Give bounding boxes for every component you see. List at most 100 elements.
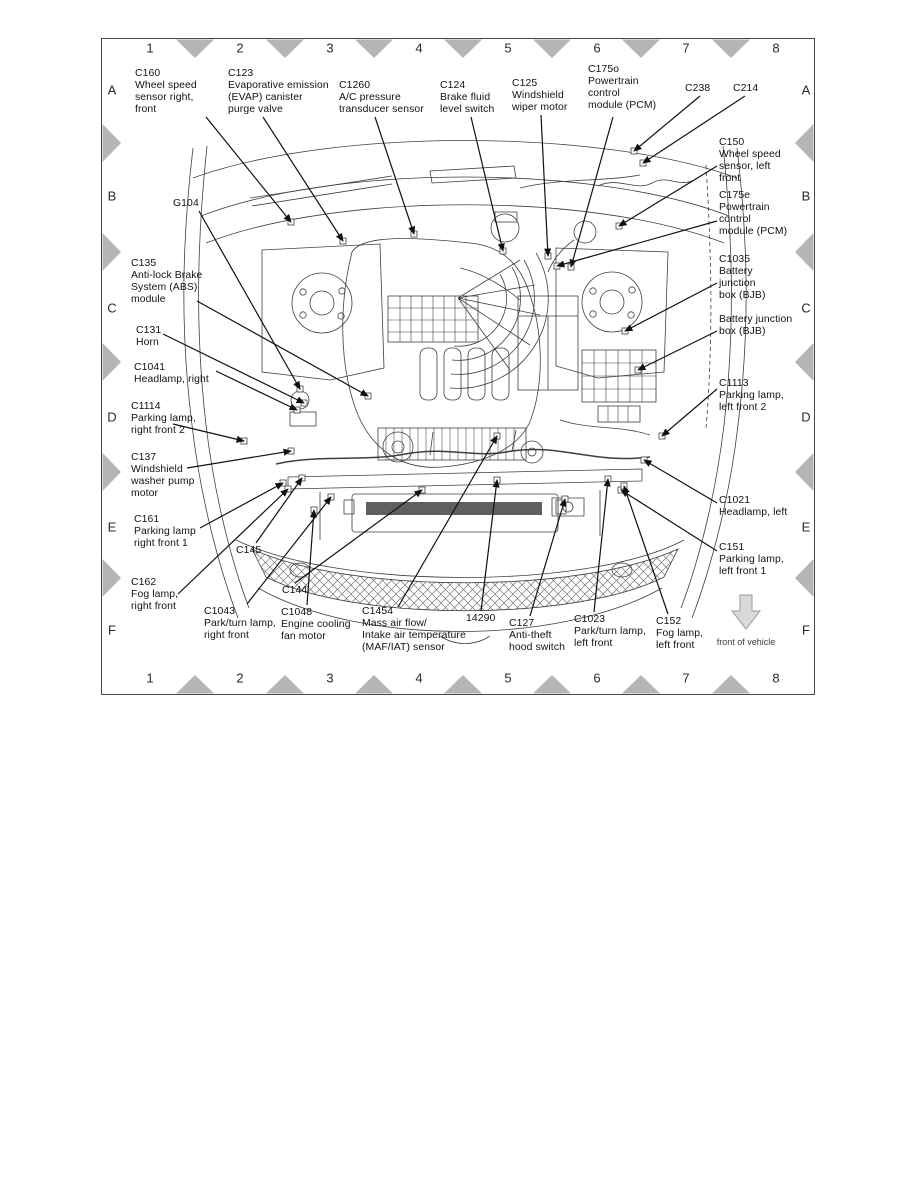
bumper-bottom: [257, 587, 663, 632]
bumper-top: [235, 539, 685, 578]
callout-C1021: C1021 Headlamp, left: [719, 495, 788, 518]
callout-C1114: C1114 Parking lamp, right front 2: [131, 401, 196, 436]
engine-art: [183, 140, 747, 644]
callout-C123: C123 Evaporative emission (EVAP) caniste…: [228, 68, 329, 115]
leader-C1023: [593, 478, 611, 613]
radiator-frame: [351, 493, 559, 533]
leader-C238: [633, 95, 701, 152]
apron-right: [261, 243, 385, 381]
leader-C152: [623, 485, 669, 615]
grid-marker-top: [355, 39, 393, 58]
front-of-vehicle-label: front of vehicle: [716, 637, 776, 647]
leader-C160: [205, 116, 292, 223]
grid-column-label-top: 3: [326, 40, 334, 56]
callout-C125: C125 Windshield wiper motor: [512, 78, 568, 113]
callout-C175e: C175e Powertrain control module (PCM): [719, 190, 788, 237]
leader-C123: [262, 116, 344, 242]
leader-C162: [177, 488, 289, 595]
wiper-motor: [573, 220, 597, 244]
leader-C1035: [624, 282, 718, 332]
grid-row-label-left: A: [107, 82, 117, 98]
wiper-arm: [519, 174, 641, 189]
callout-G104: G104: [173, 198, 199, 209]
fender-left-inner: [680, 145, 732, 609]
grid-row-label-right: F: [802, 622, 810, 638]
callout-C214: C214: [733, 83, 759, 94]
callout-C151: C151 Parking lamp, left front 1: [719, 542, 784, 577]
callout-C1260: C1260 A/C pressure transducer sensor: [339, 80, 424, 115]
grid-marker-bottom: [355, 675, 393, 694]
abs-bracket: [289, 411, 317, 427]
grid-marker-left: [102, 453, 121, 491]
leader-14290: [480, 479, 500, 612]
grid-column-label-top: 6: [593, 40, 601, 56]
engine-outline: [342, 238, 541, 468]
grid-marker-left: [102, 343, 121, 381]
fender-left-outline: [691, 147, 747, 619]
leader-C175o: [569, 116, 614, 268]
relay-box: [597, 405, 641, 423]
grid-column-label-bottom: 7: [682, 670, 690, 686]
grid-column-label-top: 5: [504, 40, 512, 56]
callout-C1043: C1043 Park/turn lamp, right front: [204, 606, 276, 641]
grid-column-label-top: 2: [236, 40, 244, 56]
callout-C161: C161 Parking lamp right front 1: [134, 514, 196, 549]
leader-C161: [199, 482, 284, 529]
grille-band: [251, 548, 679, 612]
grid-column-label-bottom: 6: [593, 670, 601, 686]
main-harness: [275, 448, 651, 465]
grid-marker-top: [176, 39, 214, 58]
cowl-curve-2: [205, 204, 725, 244]
leader-C135: [196, 300, 369, 397]
grid-marker-bottom: [712, 675, 750, 694]
leader-C145: [255, 477, 303, 544]
grid-row-label-left: C: [107, 300, 117, 316]
front-of-vehicle-arrow: [730, 594, 762, 630]
callout-C162: C162 Fog lamp, right front: [131, 577, 179, 612]
leader-C1113: [661, 388, 718, 437]
grid-marker-top: [266, 39, 304, 58]
fender-right-inner: [198, 145, 250, 609]
hose-squiggle: [597, 179, 695, 187]
callout-C152: C152 Fog lamp, left front: [656, 616, 704, 651]
grid-marker-right: [795, 559, 814, 597]
grid-column-label-top: 7: [682, 40, 690, 56]
grid-column-label-bottom: 4: [415, 670, 423, 686]
alternator: [382, 431, 414, 463]
brake-booster: [490, 213, 520, 243]
grid-column-label-bottom: 1: [146, 670, 154, 686]
cowl-curve-1: [200, 176, 730, 217]
callout-C238: C238: [685, 83, 711, 94]
leader-C175e: [556, 220, 718, 268]
grid-column-label-bottom: 2: [236, 670, 244, 686]
intake-fan-spokes: [457, 259, 541, 371]
grid-marker-left: [102, 233, 121, 271]
hood-edge: [192, 140, 738, 179]
leader-BJB: [637, 330, 718, 371]
callout-C1023: C1023 Park/turn lamp, left front: [574, 614, 646, 649]
grid-marker-bottom: [444, 675, 482, 694]
leader-C127: [529, 498, 567, 617]
leader-C1454: [397, 435, 498, 608]
heater-hose: [559, 419, 651, 436]
grid-marker-right: [795, 233, 814, 271]
grid-marker-bottom: [266, 675, 304, 694]
valve-cover: [377, 427, 527, 461]
callout-C1041: C1041 Headlamp, right: [134, 362, 209, 385]
callout-C1048: C1048 Engine cooling fan motor: [281, 607, 351, 642]
callout-C137: C137 Windshield washer pump motor: [131, 452, 195, 499]
grid-column-label-top: 4: [415, 40, 423, 56]
callout-C127: C127 Anti-theft hood switch: [509, 618, 565, 653]
callout-C1035: C1035 Battery junction box (BJB): [719, 254, 766, 301]
leader-C1260: [374, 116, 416, 235]
intake-fan-ribs: [449, 252, 549, 389]
leader-C1114: [172, 423, 245, 443]
grid-row-label-left: F: [108, 622, 116, 638]
grid-row-label-left: B: [107, 188, 117, 204]
callout-C124: C124 Brake fluid level switch: [440, 80, 495, 115]
strut-tower-left: [581, 271, 643, 333]
leader-C1043: [246, 496, 332, 605]
callout-C160: C160 Wheel speed sensor right, front: [135, 68, 197, 115]
callout-C144: C144: [282, 585, 308, 596]
